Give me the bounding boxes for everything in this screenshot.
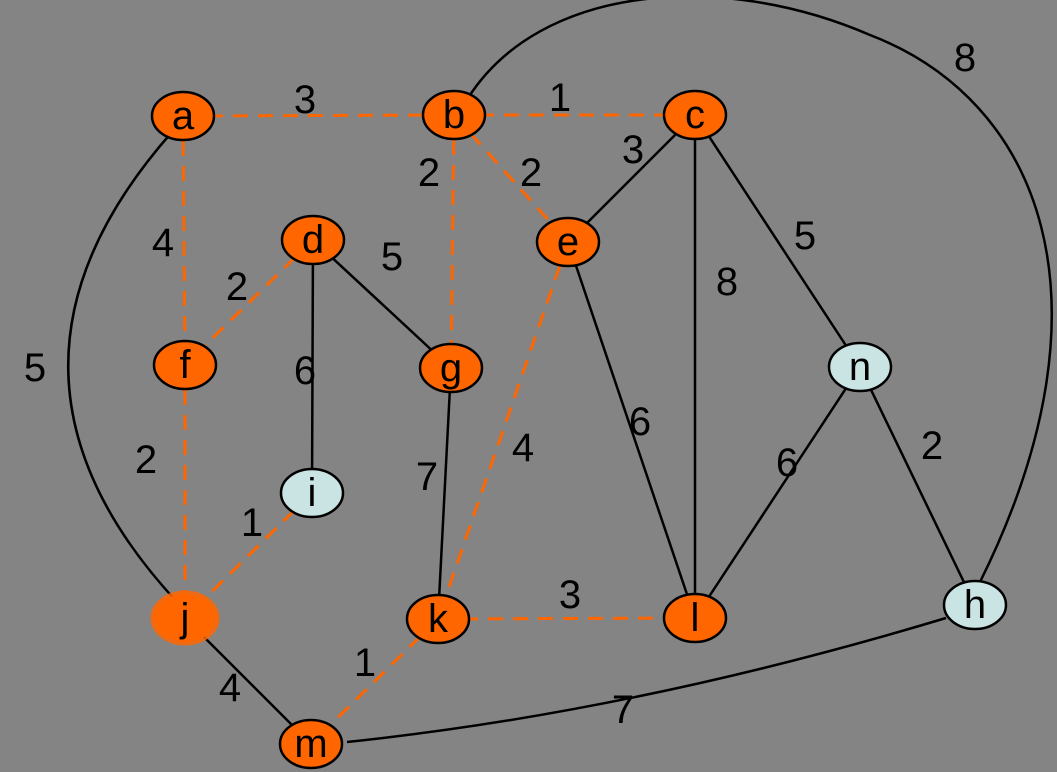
- edge-weight-f-j: 2: [135, 438, 157, 482]
- edge-n-h: [858, 366, 977, 606]
- node-label-n: n: [849, 345, 871, 389]
- edge-a-b: [182, 113, 455, 118]
- edge-weight-a-b: 3: [294, 78, 316, 122]
- edge-weight-d-g: 5: [381, 235, 403, 279]
- node-label-k: k: [428, 597, 449, 641]
- edge-weight-e-k: 4: [512, 426, 534, 470]
- edge-weight-k-l: 3: [559, 573, 581, 617]
- edge-weight-g-k: 7: [416, 455, 438, 499]
- node-j: [150, 590, 220, 646]
- edge-weight-a-j: 5: [24, 346, 46, 390]
- edge-k-l: [437, 616, 696, 621]
- edge-weight-b-g: 2: [418, 151, 440, 195]
- edge-weight-m-h: 7: [612, 688, 634, 732]
- edge-d-f: [183, 238, 315, 367]
- edge-weight-i-j: 1: [241, 501, 263, 545]
- node-label-h: h: [964, 583, 986, 627]
- node-g: [418, 342, 484, 394]
- edge-e-k: [436, 241, 570, 620]
- node-label-b: b: [443, 93, 465, 137]
- edge-c-n: [693, 114, 862, 368]
- edge-b-e: [452, 113, 570, 244]
- edge-g-k: [436, 367, 453, 620]
- node-label-e: e: [557, 220, 579, 264]
- node-f: [152, 339, 218, 391]
- edge-l-n: [693, 366, 862, 619]
- node-i: [279, 467, 345, 519]
- edge-i-j: [183, 491, 314, 620]
- node-label-f: f: [179, 343, 191, 387]
- node-label-l: l: [691, 596, 700, 640]
- edge-c-e: [567, 114, 696, 243]
- node-k: [405, 593, 471, 645]
- node-m: [278, 718, 344, 770]
- edge-d-i: [310, 239, 315, 494]
- edge-weight-e-l: 6: [629, 400, 651, 444]
- edge-a-f: [181, 115, 187, 366]
- edge-b-h: [466, 0, 1053, 583]
- edge-weight-c-n: 5: [794, 214, 816, 258]
- edge-m-h: [346, 616, 947, 744]
- node-b: [421, 89, 487, 141]
- edge-e-l: [566, 241, 697, 619]
- node-label-i: i: [308, 471, 317, 515]
- node-label-j: j: [180, 596, 190, 640]
- node-label-g: g: [440, 346, 462, 390]
- edge-weight-b-c: 1: [549, 76, 571, 120]
- edge-weight-l-n: 6: [776, 441, 798, 485]
- node-d: [280, 214, 346, 266]
- edge-weight-c-l: 8: [716, 260, 738, 304]
- edge-weight-d-i: 6: [294, 349, 316, 393]
- node-l: [662, 592, 728, 644]
- node-c: [662, 89, 728, 141]
- node-h: [942, 579, 1008, 631]
- node-e: [535, 216, 601, 268]
- edge-a-j: [67, 131, 178, 603]
- edge-weight-b-e: 2: [520, 151, 542, 195]
- edge-weight-k-m: 1: [354, 641, 376, 685]
- edge-b-g: [449, 114, 456, 369]
- node-label-d: d: [302, 218, 324, 262]
- edge-weight-n-h: 2: [921, 424, 943, 468]
- node-label-a: a: [172, 94, 195, 138]
- edge-weight-d-f: 2: [226, 265, 248, 309]
- edge-weight-c-e: 3: [622, 128, 644, 172]
- node-label-c: c: [685, 93, 705, 137]
- node-label-m: m: [294, 722, 327, 766]
- node-a: [150, 90, 216, 142]
- edge-weight-j-m: 4: [219, 666, 241, 710]
- edge-d-g: [312, 239, 452, 369]
- edge-k-m: [309, 617, 440, 746]
- edge-weight-b-h: 8: [954, 36, 976, 80]
- node-n: [827, 341, 893, 393]
- edge-weight-a-f: 4: [152, 221, 174, 265]
